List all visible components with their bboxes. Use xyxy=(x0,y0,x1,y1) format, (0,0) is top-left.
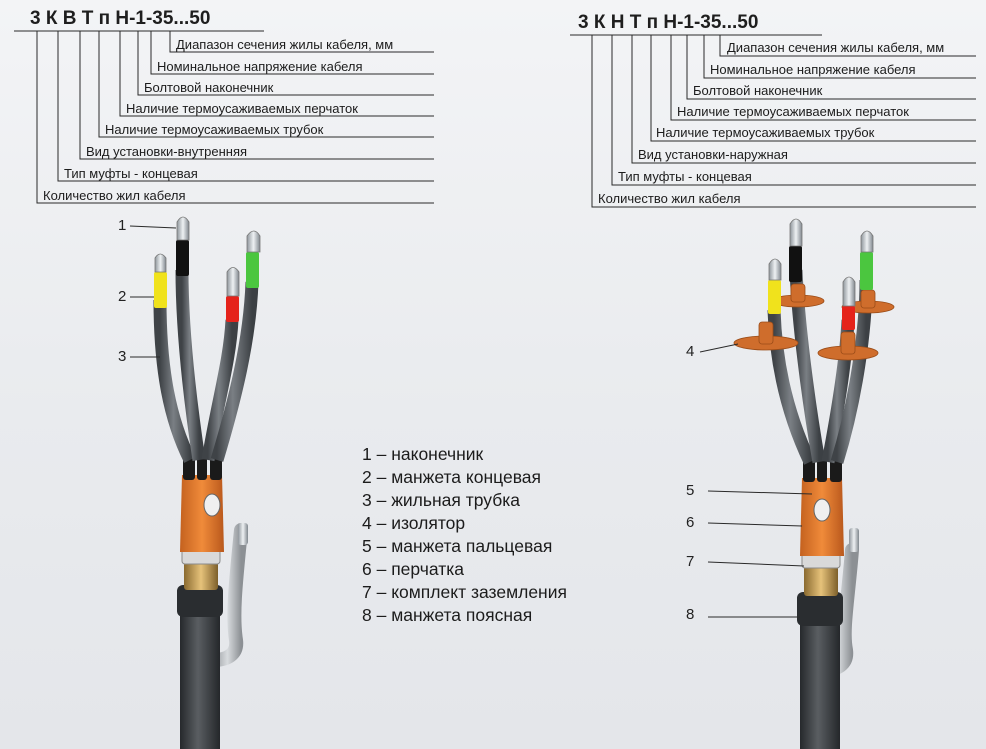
left-lug-black xyxy=(176,216,190,241)
left-core-tube-green xyxy=(210,281,259,462)
right-descriptor-lug: Болтовой наконечник xyxy=(693,83,823,98)
left-lug-green xyxy=(246,230,261,253)
right-cable-jacket xyxy=(800,620,840,749)
left-descriptor-range: Диапазон сечения жилы кабеля, мм xyxy=(176,37,393,52)
legend-item-7: 7 – комплект заземления xyxy=(362,582,567,602)
legend-item-4: 4 – изолятор xyxy=(362,513,465,533)
right-callout-4: 4 xyxy=(686,343,694,360)
right-descriptor-tubes: Наличие термоусаживаемых трубок xyxy=(656,125,875,140)
legend-item-5: 5 – манжета пальцевая xyxy=(362,536,552,556)
right-end-cuff-green xyxy=(860,252,873,290)
right-model-code: 3 К Н Т п Н-1-35...50 xyxy=(578,12,758,33)
legend-item-6: 6 – перчатка xyxy=(362,559,464,579)
left-descriptor-gloves: Наличие термоусаживаемых перчаток xyxy=(126,101,358,116)
left-belt-cuff xyxy=(177,585,223,617)
left-model-code: 3 К В Т п Н-1-35...50 xyxy=(30,8,210,29)
legend-item-8: 8 – манжета поясная xyxy=(362,605,532,625)
left-designation: 3 К В Т п Н-1-35...50 Диапазон сечения ж… xyxy=(14,8,434,204)
right-lug-black xyxy=(789,218,803,247)
left-descriptor-cores: Количество жил кабеля xyxy=(43,188,186,203)
right-lug-yellow xyxy=(768,258,782,281)
right-end-cuff-black xyxy=(789,246,802,282)
right-descriptor-cores: Количество жил кабеля xyxy=(598,191,741,206)
legend-item-1: 1 – наконечник xyxy=(362,444,484,464)
left-descriptor-tubes: Наличие термоусаживаемых трубок xyxy=(105,122,324,137)
left-lug-yellow xyxy=(154,253,167,273)
left-ground-braid xyxy=(207,523,248,667)
right-descriptor-range: Диапазон сечения жилы кабеля, мм xyxy=(727,40,944,55)
right-callout-6: 6 xyxy=(686,514,694,531)
right-descriptor-type: Тип муфты - концевая xyxy=(618,169,752,184)
left-callout-2: 2 xyxy=(118,288,126,305)
left-ground-lug xyxy=(238,523,248,545)
left-end-cuff-green xyxy=(246,252,259,288)
right-designation: 3 К Н Т п Н-1-35...50 Диапазон сечения ж… xyxy=(570,12,976,208)
left-descriptor-lug: Болтовой наконечник xyxy=(144,80,274,95)
left-cable-jacket xyxy=(180,610,220,749)
left-leader-lines xyxy=(36,31,434,204)
left-core-tube-yellow xyxy=(153,299,196,463)
right-descriptor-voltage: Номинальное напряжение кабеля xyxy=(710,62,916,77)
left-callout-3: 3 xyxy=(118,348,126,365)
left-callout-1: 1 xyxy=(118,217,126,234)
right-callout-7: 7 xyxy=(686,553,694,570)
parts-legend: 1 – наконечник 2 – манжета концевая 3 – … xyxy=(362,444,567,625)
right-descriptor-installation: Вид установки-наружная xyxy=(638,147,788,162)
left-end-cuff-red xyxy=(226,296,239,322)
legend-item-3: 3 – жильная трубка xyxy=(362,490,520,510)
right-leader-lines xyxy=(591,35,976,208)
right-grounding-kit xyxy=(804,566,838,596)
right-lug-green xyxy=(860,230,874,253)
left-end-cuff-yellow xyxy=(154,272,167,308)
right-belt-cuff xyxy=(797,592,843,626)
left-lug-red xyxy=(226,267,240,297)
left-core-tube-black xyxy=(175,269,206,461)
left-end-cuff-black xyxy=(176,240,189,276)
right-callout-8: 8 xyxy=(686,606,694,623)
left-core-tube-red xyxy=(201,319,239,462)
legend-item-2: 2 – манжета концевая xyxy=(362,467,541,487)
right-cable-termination: 4 5 6 7 8 xyxy=(686,218,895,749)
right-lug-red xyxy=(842,276,856,307)
right-end-cuff-red xyxy=(842,306,855,330)
left-grounding-kit xyxy=(184,562,218,590)
right-descriptor-gloves: Наличие термоусаживаемых перчаток xyxy=(677,104,909,119)
left-descriptor-installation: Вид установки-внутренняя xyxy=(86,144,247,159)
left-cable-termination: 1 2 3 xyxy=(118,216,261,749)
right-core-tube-yellow xyxy=(767,309,816,465)
left-descriptor-type: Тип муфты - концевая xyxy=(64,166,198,181)
right-callout-5: 5 xyxy=(686,482,694,499)
right-end-cuff-yellow xyxy=(768,280,781,314)
left-descriptor-voltage: Номинальное напряжение кабеля xyxy=(157,59,363,74)
right-ground-lug xyxy=(849,528,859,552)
